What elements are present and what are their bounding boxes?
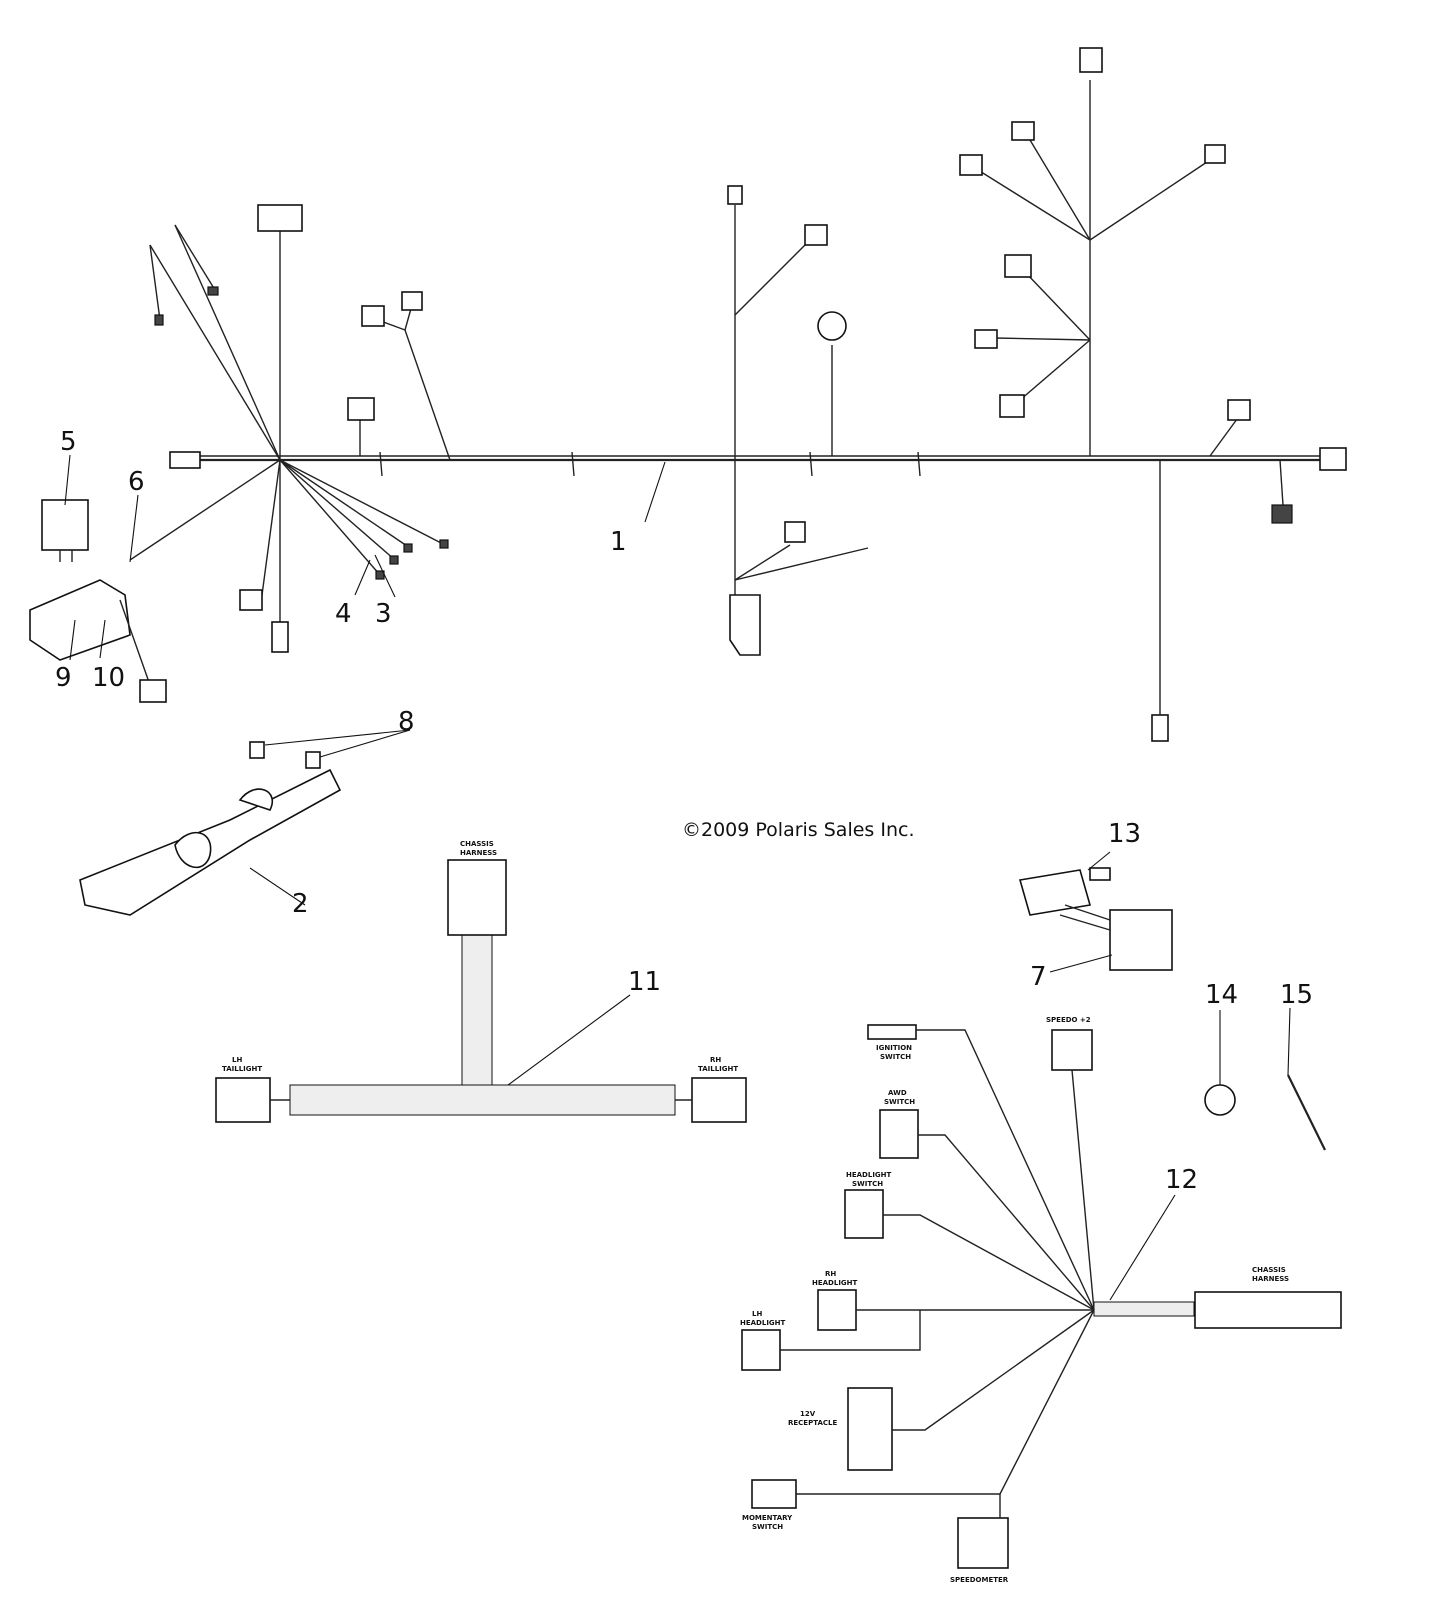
label-chassis-harness-right-2: HARNESS bbox=[1252, 1275, 1289, 1283]
callout-1: 1 bbox=[610, 527, 627, 557]
label-headlight-switch-1: HEADLIGHT bbox=[846, 1171, 892, 1179]
label-chassis-harness-right-1: CHASSIS bbox=[1252, 1266, 1286, 1274]
speedometer-connector bbox=[957, 1517, 1009, 1569]
copyright-text: ©2009 Polaris Sales Inc. bbox=[682, 819, 915, 841]
label-ignition-switch-2: SWITCH bbox=[880, 1053, 911, 1061]
main-harness bbox=[129, 47, 1347, 742]
grommet bbox=[1204, 1084, 1236, 1116]
callout-5: 5 bbox=[60, 427, 77, 457]
callout-4: 4 bbox=[335, 599, 352, 629]
callouts: 5 6 1 4 3 9 10 8 2 13 7 11 14 15 12 bbox=[55, 427, 1313, 1195]
cable-tie bbox=[1287, 1074, 1326, 1151]
ecu-connector bbox=[729, 594, 761, 656]
label-lh-taillight-1: LH bbox=[232, 1056, 242, 1064]
label-awd-switch-2: SWITCH bbox=[884, 1098, 915, 1106]
trunk-left-connector bbox=[169, 451, 201, 469]
label-headlight-switch-2: SWITCH bbox=[852, 1180, 883, 1188]
connector-bottom bbox=[271, 621, 289, 653]
label-receptacle-12v-1: 12V bbox=[800, 1410, 816, 1418]
ground-terminal bbox=[1271, 504, 1293, 524]
momentary-switch-connector bbox=[751, 1479, 797, 1509]
connector-upper-a bbox=[347, 397, 375, 421]
callout-6: 6 bbox=[128, 467, 145, 497]
receptacle-12v-connector bbox=[847, 1387, 893, 1471]
label-rh-headlight-2: HEADLIGHT bbox=[812, 1279, 858, 1287]
connector-bottom-left bbox=[239, 589, 263, 611]
callout-3: 3 bbox=[375, 599, 392, 629]
chassis-harness-connector bbox=[447, 859, 507, 936]
label-chassis-harness-top-1: CHASSIS bbox=[460, 840, 494, 848]
rh-taillight-connector bbox=[691, 1077, 747, 1123]
label-receptacle-12v-2: RECEPTACLE bbox=[788, 1419, 837, 1427]
relay bbox=[41, 499, 89, 551]
label-momentary-switch-1: MOMENTARY bbox=[742, 1514, 793, 1522]
label-rh-headlight-1: RH bbox=[825, 1270, 836, 1278]
lh-taillight-connector bbox=[215, 1077, 271, 1123]
label-speedometer: SPEEDOMETER bbox=[950, 1576, 1009, 1584]
callout-11: 11 bbox=[628, 967, 661, 997]
connector-labels: CHASSIS HARNESS LH TAILLIGHT RH TAILLIGH… bbox=[222, 840, 1289, 1584]
label-rh-taillight-1: RH bbox=[710, 1056, 721, 1064]
taillight-harness bbox=[215, 859, 747, 1123]
round-connector-top bbox=[257, 204, 303, 232]
fuse-box bbox=[29, 579, 131, 661]
awd-switch-connector bbox=[879, 1109, 919, 1159]
callout-12: 12 bbox=[1165, 1165, 1198, 1195]
label-rh-taillight-2: TAILLIGHT bbox=[698, 1065, 738, 1073]
lh-headlight-connector bbox=[741, 1329, 781, 1371]
headlight-switch-connector bbox=[844, 1189, 884, 1239]
rh-headlight-connector bbox=[817, 1289, 857, 1331]
label-chassis-harness-top-2: HARNESS bbox=[460, 849, 497, 857]
label-ignition-switch-1: IGNITION bbox=[876, 1044, 912, 1052]
connector-top-right bbox=[1079, 47, 1103, 73]
callout-14: 14 bbox=[1205, 980, 1238, 1010]
label-awd-switch-1: AWD bbox=[888, 1089, 907, 1097]
callout-13: 13 bbox=[1108, 819, 1141, 849]
bracket-plate bbox=[79, 741, 342, 916]
trunk-right-connector bbox=[1319, 447, 1347, 471]
dash-harness bbox=[741, 1024, 1342, 1569]
callout-10: 10 bbox=[92, 663, 125, 693]
callout-9: 9 bbox=[55, 663, 72, 693]
callout-2: 2 bbox=[292, 889, 309, 919]
leader-lines bbox=[64, 454, 1291, 1301]
round-connector-mid bbox=[817, 311, 847, 341]
label-speedo: SPEEDO +2 bbox=[1046, 1016, 1091, 1024]
label-lh-taillight-2: TAILLIGHT bbox=[222, 1065, 262, 1073]
chassis-harness-block bbox=[1194, 1291, 1342, 1329]
callout-7: 7 bbox=[1030, 962, 1047, 992]
speedo-connector bbox=[1051, 1029, 1093, 1071]
label-lh-headlight-2: HEADLIGHT bbox=[740, 1319, 786, 1327]
callout-8: 8 bbox=[398, 707, 415, 737]
label-momentary-switch-2: SWITCH bbox=[752, 1523, 783, 1531]
label-lh-headlight-1: LH bbox=[752, 1310, 762, 1318]
callout-15: 15 bbox=[1280, 980, 1313, 1010]
ignition-switch-connector bbox=[867, 1024, 917, 1040]
switch-assembly bbox=[1018, 867, 1173, 971]
